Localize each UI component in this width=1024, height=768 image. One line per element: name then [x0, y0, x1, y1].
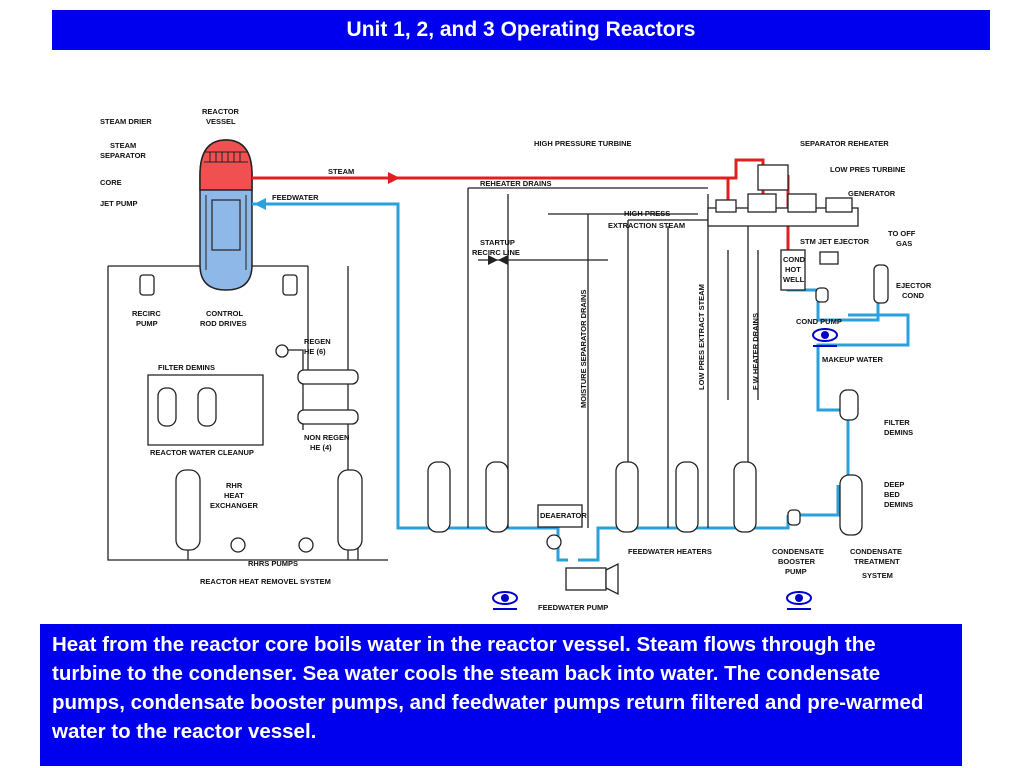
label-reactor-vessel: REACTOR [202, 107, 240, 116]
label-condensate-treatment: CONDENSATE [850, 547, 902, 556]
label-steam-separator: STEAM [110, 141, 136, 150]
label-rhrs-pumps: RHRS PUMPS [248, 559, 298, 568]
label-regen-he-2: HE (6) [304, 347, 326, 356]
label-high-press: HIGH PRESS [624, 209, 670, 218]
label-steam-separator-2: SEPARATOR [100, 151, 146, 160]
label-non-regen-he-2: HE (4) [310, 443, 332, 452]
label-cond: COND [783, 255, 806, 264]
label-reactor-vessel-2: VESSEL [206, 117, 236, 126]
filter-demins-tanks [157, 387, 217, 427]
label-exchanger: EXCHANGER [210, 501, 259, 510]
label-deep-bed-demins: DEEP [884, 480, 904, 489]
label-demins: DEMINS [884, 500, 913, 509]
label-stm-jet-ejector: STM JET EJECTOR [800, 237, 870, 246]
label-reactor-heat-removal-system: REACTOR HEAT REMOVEL SYSTEM [200, 577, 331, 586]
label-reheater-drains: REHEATER DRAINS [480, 179, 552, 188]
eye-icon-condensate-booster[interactable] [784, 588, 814, 612]
eye-icon-condenser[interactable] [810, 325, 840, 349]
label-deaerator: DEAERATOR [540, 511, 587, 520]
label-low-pres-turbine: LOW PRES TURBINE [830, 165, 905, 174]
label-gas: GAS [896, 239, 912, 248]
label-treatment: TREATMENT [854, 557, 900, 566]
label-non-regen-he: NON REGEN [304, 433, 349, 442]
label-system: SYSTEM [862, 571, 893, 580]
reactor-vessel [199, 139, 253, 291]
label-recirc-line: RECIRC LINE [472, 248, 520, 257]
slide-title: Unit 1, 2, and 3 Operating Reactors [52, 10, 990, 50]
label-hot: HOT [785, 265, 801, 274]
label-recirc-pump-2: PUMP [136, 319, 158, 328]
label-bed: BED [884, 490, 900, 499]
rhrs-pumps [230, 537, 314, 553]
label-feedwater: FEEDWATER [272, 193, 319, 202]
label-to-off-gas: TO OFF [888, 229, 916, 238]
turbine-generator [707, 164, 859, 227]
label-fw-heater-drains: F W HEATER DRAINS [751, 313, 760, 390]
label-feedwater-pump: FEEDWATER PUMP [538, 603, 608, 612]
label-condensate-booster: CONDENSATE [772, 547, 824, 556]
feedwater-arrow [254, 198, 266, 210]
label-jet-pump: JET PUMP [100, 199, 138, 208]
label-startup: STARTUP [480, 238, 515, 247]
slide-caption: Heat from the reactor core boils water i… [40, 624, 962, 766]
label-steam-drier: STEAM DRIER [100, 117, 152, 126]
label-heat: HEAT [224, 491, 244, 500]
label-recirc-pump: RECIRC [132, 309, 161, 318]
rhr-heat-exchangers [175, 469, 363, 551]
label-generator: GENERATOR [848, 189, 896, 198]
regen-heat-exchangers [275, 344, 359, 425]
label-booster: BOOSTER [778, 557, 816, 566]
condenser-area [780, 249, 889, 536]
label-feedwater-heaters: FEEDWATER HEATERS [628, 547, 712, 556]
label-ejector-cond: EJECTOR [896, 281, 932, 290]
label-filter-demins: FILTER DEMINS [158, 363, 215, 372]
label-control-rod-drives: CONTROL [206, 309, 243, 318]
label-filter-demins-right-2: DEMINS [884, 428, 913, 437]
label-ejector-cond-2: COND [902, 291, 925, 300]
eye-icon-feedwater[interactable] [490, 588, 520, 612]
recirc-pumps [139, 274, 298, 296]
label-steam: STEAM [328, 167, 354, 176]
label-moisture-separator-drains: MOISTURE SEPARATOR DRAINS [579, 290, 588, 408]
label-core: CORE [100, 178, 122, 187]
feedwater-heaters [427, 461, 757, 533]
label-extraction-steam: EXTRACTION STEAM [608, 221, 685, 230]
label-filter-demins-right: FILTER [884, 418, 910, 427]
label-reactor-water-cleanup: REACTOR WATER CLEANUP [150, 448, 254, 457]
label-regen-he: REGEN [304, 337, 331, 346]
steam-arrow [388, 172, 400, 184]
bwr-plant-diagram: STEAM DRIER REACTOR VESSEL STEAM SEPARAT… [88, 90, 948, 625]
label-booster-pump: PUMP [785, 567, 807, 576]
label-high-pressure-turbine: HIGH PRESSURE TURBINE [534, 139, 632, 148]
deaerator-and-feedwater-pump [537, 504, 619, 596]
label-rhr: RHR [226, 481, 243, 490]
label-makeup-water: MAKEUP WATER [822, 355, 884, 364]
plant-schematic: STEAM DRIER REACTOR VESSEL STEAM SEPARAT… [100, 107, 932, 612]
label-rod-drives: ROD DRIVES [200, 319, 247, 328]
label-well: WELL [783, 275, 805, 284]
label-separator-reheater: SEPARATOR REHEATER [800, 139, 889, 148]
label-cond-pump: COND PUMP [796, 317, 842, 326]
startup-recirc-valve [488, 255, 498, 265]
label-low-pres-extract-steam: LOW PRES EXTRACT STEAM [697, 284, 706, 390]
